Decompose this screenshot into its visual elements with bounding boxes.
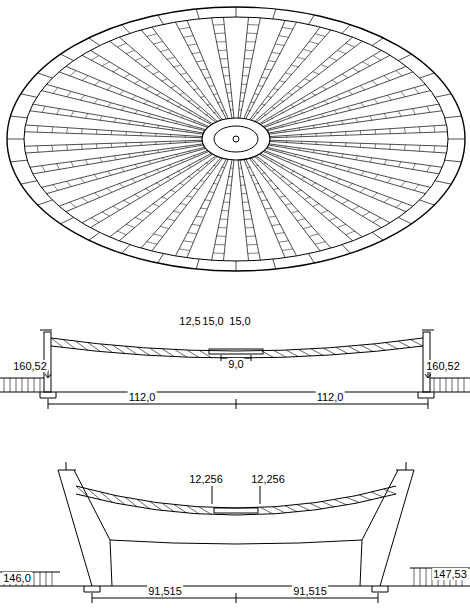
dimension-label: 147,53 [432,568,468,580]
dimension-label: 112,0 [316,391,345,403]
dimension-label: 160,52 [425,360,461,372]
dimension-label: 12,256 [188,473,224,485]
dimension-label: 112,0 [128,391,157,403]
dimension-label: 15,0 [201,315,224,327]
dimension-label: 15,0 [228,315,251,327]
dimension-label: 91,515 [292,585,328,597]
dimension-label: 91,515 [147,585,183,597]
dimension-label: 9,0 [227,358,244,370]
dimension-label: 160,52 [12,360,48,372]
dimension-label: 146,0 [2,572,32,584]
dimension-label: 12,5 [178,315,201,327]
dimension-label: 12,256 [250,473,286,485]
